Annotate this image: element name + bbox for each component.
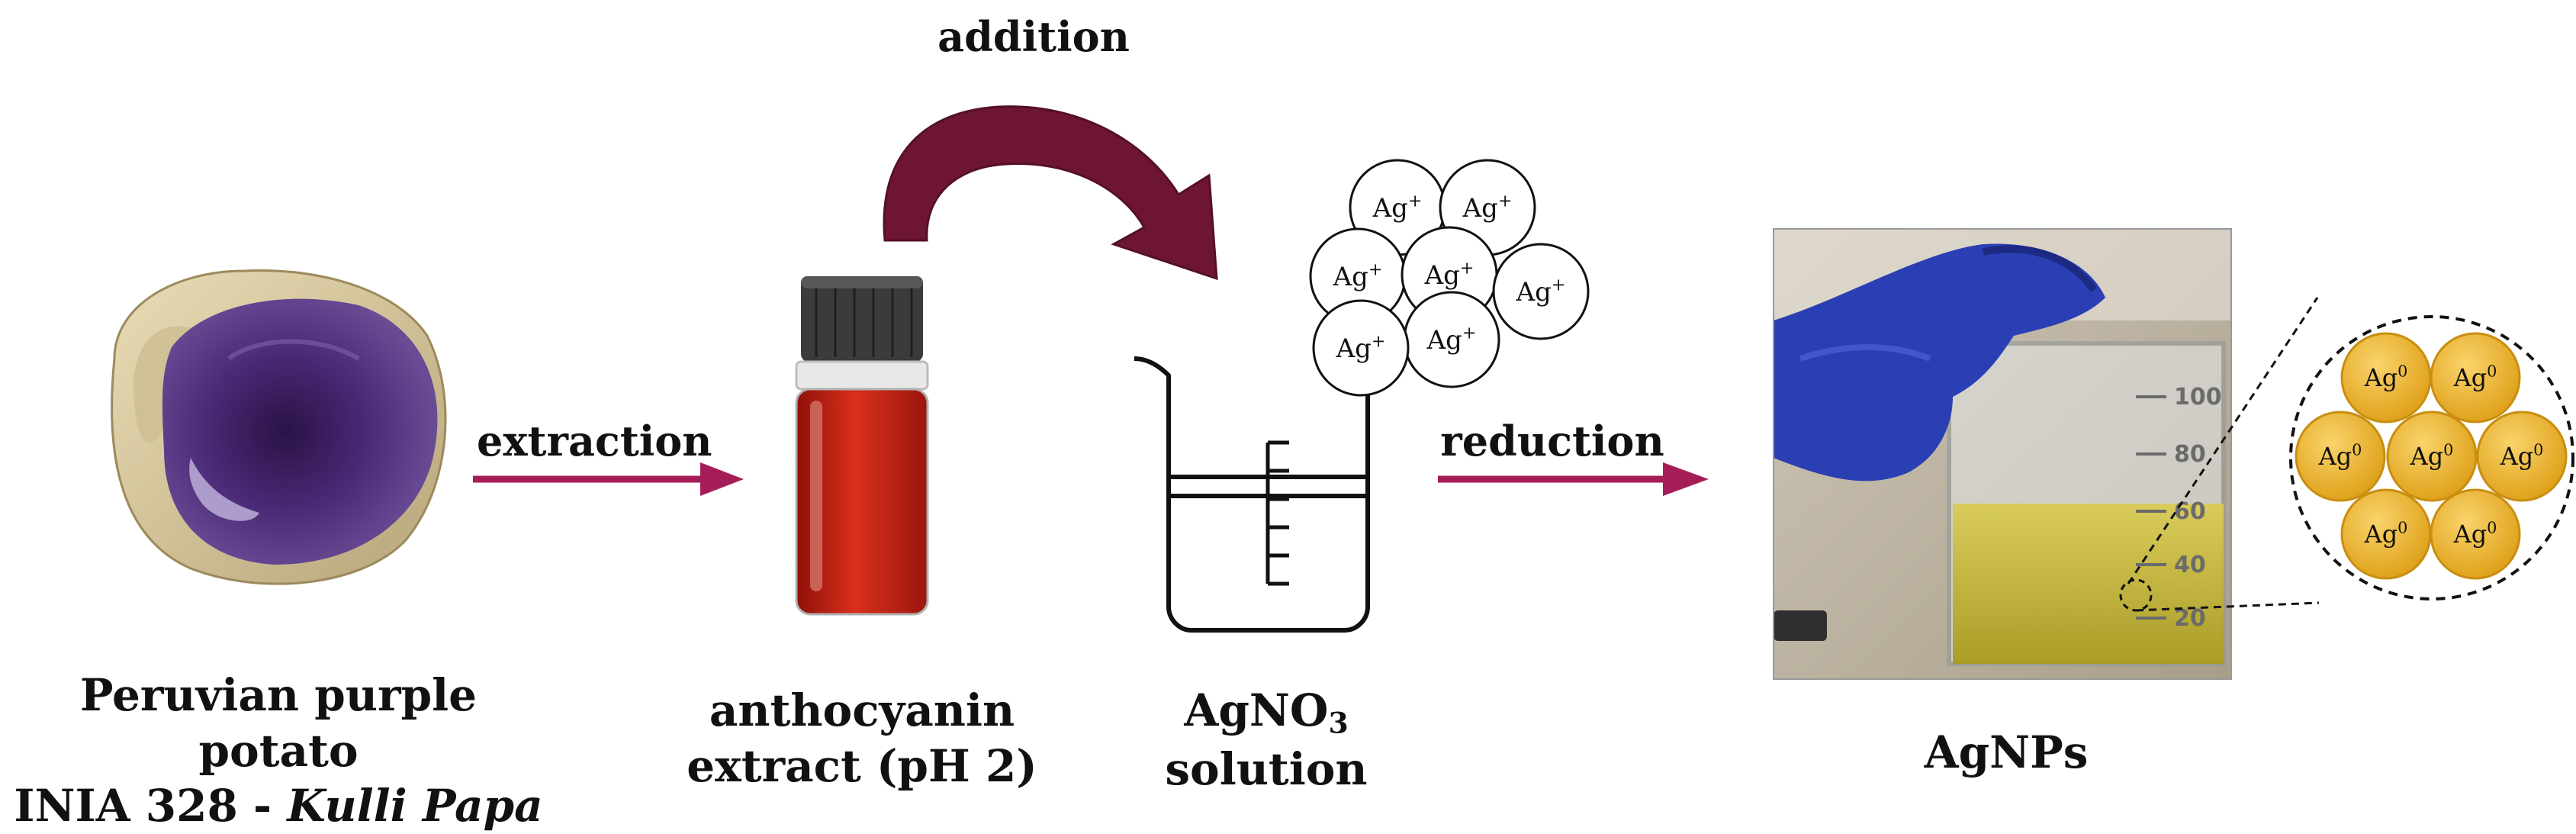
purple-potato-image bbox=[111, 269, 447, 585]
silver-ion bbox=[1492, 243, 1590, 340]
agno3-caption-line2: solution bbox=[1165, 742, 1368, 795]
reduction-arrow bbox=[1438, 462, 1709, 496]
silver-nanoparticle bbox=[2295, 411, 2386, 502]
graduation-mark: 100 bbox=[2174, 384, 2222, 411]
extract-caption: anthocyanin extract (pH 2) bbox=[671, 683, 1053, 794]
agno3-formula-subscript: 3 bbox=[1328, 706, 1349, 740]
potato-caption-line2: INIA 328 - Kulli Papa bbox=[0, 778, 557, 834]
potato-variety-name: Kulli Papa bbox=[287, 780, 543, 832]
potato-caption-line1: Peruvian purple potato bbox=[79, 669, 478, 777]
graduation-mark: 40 bbox=[2174, 552, 2206, 578]
graduation-mark: 60 bbox=[2174, 498, 2206, 525]
potato-variety-code: INIA 328 - bbox=[14, 780, 288, 832]
agno3-caption: AgNO3 solution bbox=[1114, 683, 1419, 797]
agno3-formula-base: AgNO bbox=[1184, 684, 1329, 736]
diagram: Ag+ Ag+ Ag+ Ag+ Ag+ Ag+ Ag+ 100 80 60 40 20 bbox=[14, 12, 2574, 832]
silver-nanoparticle-label: Ag0 bbox=[2410, 440, 2454, 471]
silver-nanoparticle bbox=[2386, 411, 2478, 502]
diagram-canvas: Ag+ Ag+ Ag+ Ag+ Ag+ Ag+ Ag+ 100 80 60 40 20 bbox=[111, 105, 2574, 680]
silver-ion-cluster: Ag+ Ag+ Ag+ Ag+ Ag+ Ag+ Ag+ bbox=[1309, 159, 1590, 397]
silver-nanoparticle bbox=[2476, 411, 2568, 502]
addition-label: addition bbox=[937, 12, 1130, 61]
anthocyanin-vial bbox=[795, 276, 929, 616]
silver-nanoparticle bbox=[2430, 488, 2521, 580]
reduction-label: reduction bbox=[1440, 417, 1664, 465]
silver-ion-label: Ag+ bbox=[1516, 275, 1566, 308]
agno3-beaker bbox=[1134, 356, 1370, 633]
addition-arrow bbox=[883, 105, 1218, 281]
beaker-graduations: 100 80 60 40 20 bbox=[2174, 384, 2222, 632]
agno3-formula: AgNO3 bbox=[1114, 683, 1419, 742]
silver-nanoparticle-label: Ag0 bbox=[2364, 518, 2408, 549]
graduation-mark: 80 bbox=[2174, 441, 2206, 468]
agnps-photo: 100 80 60 40 20 bbox=[1774, 229, 2231, 679]
extract-caption-line1: anthocyanin bbox=[709, 684, 1015, 736]
silver-nanoparticle-label: Ag0 bbox=[2364, 362, 2408, 392]
silver-nanoparticle bbox=[2430, 332, 2521, 423]
silver-ion-label: Ag+ bbox=[1424, 258, 1475, 291]
extract-caption-line2: extract (pH 2) bbox=[687, 739, 1037, 792]
silver-nanoparticle-label: Ag0 bbox=[2500, 440, 2544, 471]
silver-ion-label: Ag+ bbox=[1372, 191, 1423, 224]
potato-caption: Peruvian purple potato INIA 328 - Kulli … bbox=[0, 668, 557, 834]
silver-nanoparticle-label: Ag0 bbox=[2318, 440, 2362, 471]
silver-ion-label: Ag+ bbox=[1462, 191, 1513, 224]
silver-ion-label: Ag+ bbox=[1426, 323, 1477, 356]
silver-nanoparticle-label: Ag0 bbox=[2453, 362, 2497, 392]
silver-ion-label: Ag+ bbox=[1333, 259, 1383, 292]
silver-ion-label: Ag+ bbox=[1336, 331, 1386, 364]
extraction-label: extraction bbox=[477, 417, 712, 465]
silver-ion bbox=[1312, 299, 1410, 397]
agnps-caption: AgNPs bbox=[1924, 726, 2089, 778]
silver-nanoparticle-label: Ag0 bbox=[2453, 518, 2497, 549]
extraction-arrow bbox=[473, 462, 744, 496]
